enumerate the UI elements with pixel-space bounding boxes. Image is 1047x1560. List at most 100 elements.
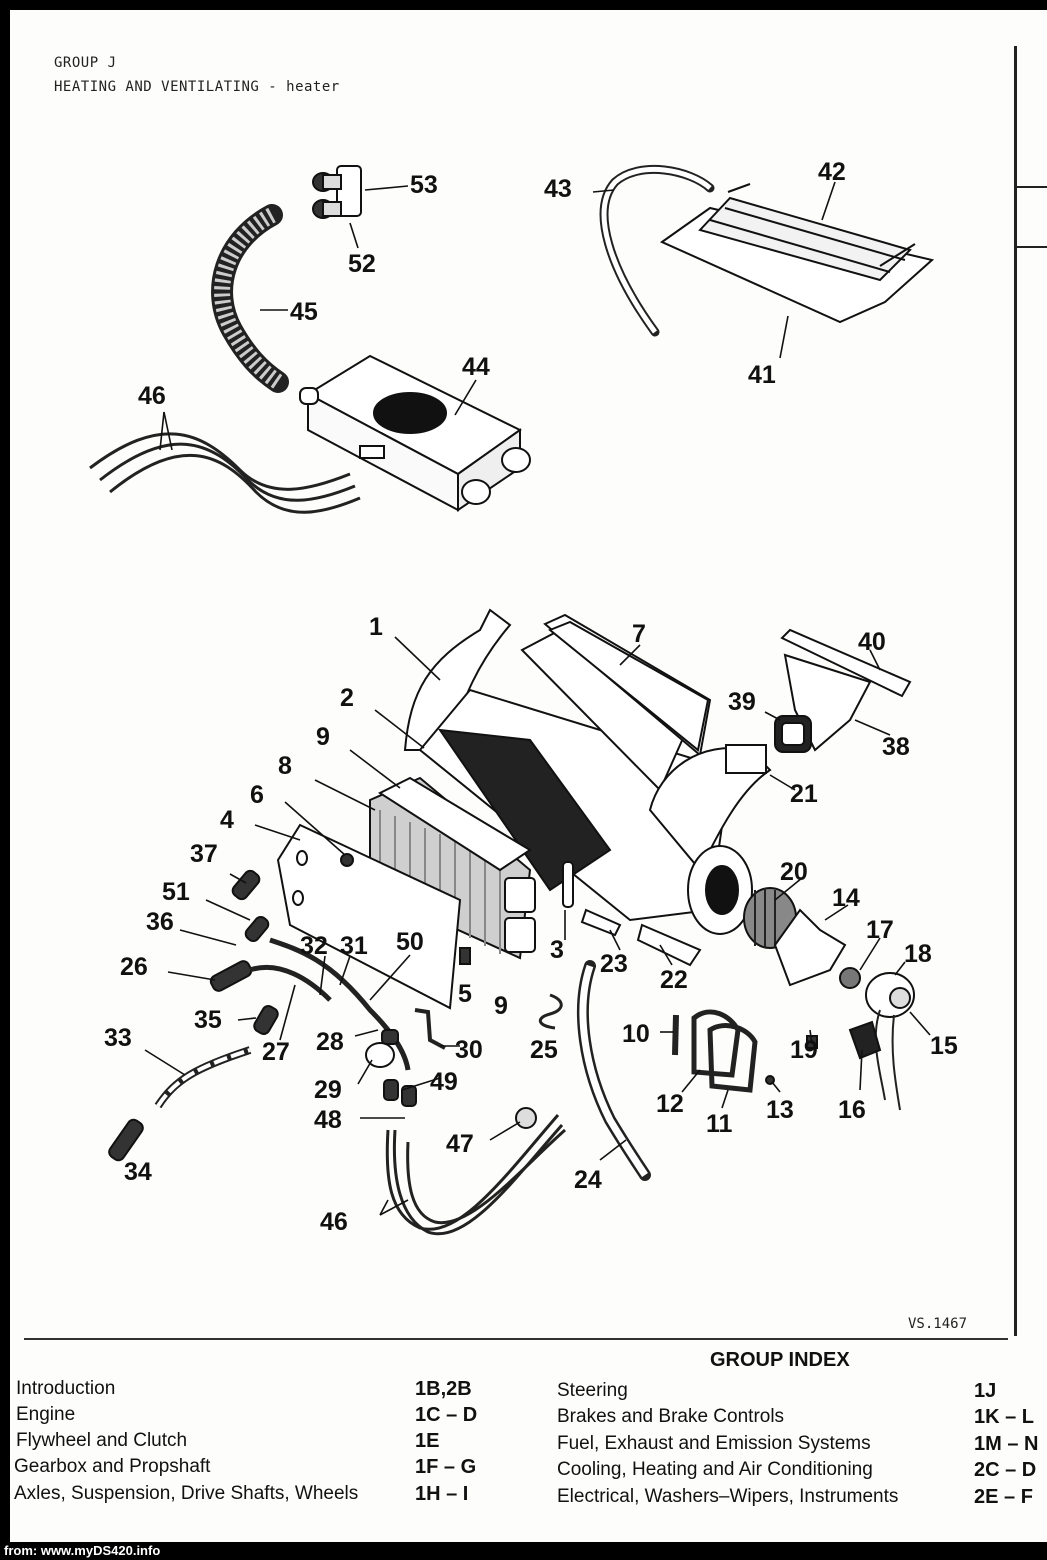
callout-23: 23 [600,950,628,978]
index-item-label: Engine [16,1404,76,1425]
group-index-title: GROUP INDEX [710,1349,850,1371]
index-item-code: 1B,2B [415,1378,472,1400]
callout-7: 7 [632,620,646,648]
callout-5: 5 [458,980,472,1008]
callout-51: 51 [162,878,190,906]
index-item-label: Brakes and Brake Controls [557,1406,785,1427]
index-item-label: Cooling, Heating and Air Conditioning [557,1459,873,1480]
callout-15: 15 [930,1032,958,1060]
callout-32: 32 [300,932,328,960]
callout-19: 19 [790,1036,818,1064]
callout-39: 39 [728,688,756,716]
part-matrix-8 [369,776,536,960]
callout-10: 10 [622,1020,650,1048]
callout-36: 36 [146,908,174,936]
callout-38: 38 [882,733,910,761]
part-fan-14-20 [743,887,847,987]
callout-35: 35 [194,1006,222,1034]
index-item-code: 2E – F [974,1486,1033,1508]
callout-26: 26 [120,953,148,981]
callout-34: 34 [124,1158,152,1186]
callout-17: 17 [866,916,894,944]
callout-48: 48 [314,1106,342,1134]
callout-30: 30 [455,1036,483,1064]
part-fasteners [340,853,818,1085]
callout-8: 8 [278,752,292,780]
callout-52: 52 [348,250,376,278]
index-item-label: Introduction [16,1378,116,1399]
callout-9-bottom: 9 [494,992,508,1020]
index-item-label: Flywheel and Clutch [16,1430,188,1451]
callout-25: 25 [530,1036,558,1064]
callout-22: 22 [660,966,688,994]
divider [24,1338,1008,1340]
callout-46-upper: 46 [138,382,166,410]
callout-11: 11 [706,1110,733,1138]
index-item-label: Steering [557,1380,628,1401]
callout-6: 6 [250,781,264,809]
parts-sheet: GROUP J HEATING AND VENTILATING - heater [10,10,1047,1542]
callout-27: 27 [262,1038,290,1066]
index-item-label: Gearbox and Propshaft [14,1456,211,1477]
part-valve-52-53 [312,165,362,219]
index-item-code: 1F – G [415,1456,477,1478]
part-pipes-46-lower [385,1114,566,1236]
callout-9-top: 9 [316,723,330,751]
callout-21: 21 [790,780,818,808]
source-footer: from: www.myDS420.info [4,1543,161,1558]
callout-46-lower: 46 [320,1208,348,1236]
index-item-code: 2C – D [974,1459,1037,1481]
callout-49: 49 [430,1068,458,1096]
part-pipes-46-upper [89,432,361,514]
callout-50: 50 [396,928,424,956]
callout-18: 18 [904,940,932,968]
edge-tick [1014,246,1047,248]
callout-24: 24 [574,1166,602,1194]
callout-41: 41 [748,361,776,389]
part-cover-4 [276,823,462,1010]
part-fittings [365,1008,537,1129]
exploded-parts-diagram: 53 52 45 43 42 41 44 46 1 7 2 9 8 6 4 37… [89,158,958,1236]
index-item-code: 1C – D [415,1404,478,1426]
index-item-label: Axles, Suspension, Drive Shafts, Wheels [14,1483,359,1504]
index-item-code: 1J [974,1380,997,1402]
index-item-code: 1H – I [415,1483,469,1505]
callout-2: 2 [340,684,354,712]
part-seals-10-12 [672,1009,758,1093]
callout-42: 42 [818,158,846,186]
index-item-code: 1M – N [974,1433,1039,1455]
index-item-label: Electrical, Washers–Wipers, Instruments [557,1486,899,1507]
callout-16: 16 [838,1096,866,1124]
diagram-reference: VS.1467 [908,1316,968,1332]
callout-37: 37 [190,840,218,868]
callout-47: 47 [446,1130,474,1158]
callout-45: 45 [290,298,318,326]
part-heater-box-44 [299,354,531,512]
callout-20: 20 [780,858,808,886]
part-clip-25 [539,993,563,1030]
part-duct-38-40 [774,628,912,753]
index-item-code: 1K – L [974,1406,1035,1428]
page-edge-line [1014,46,1017,1336]
callout-13: 13 [766,1096,794,1124]
index-item-label: Fuel, Exhaust and Emission Systems [557,1433,871,1454]
callout-12: 12 [656,1090,684,1118]
group-label: GROUP J [54,55,117,71]
callout-43: 43 [544,175,572,203]
callout-1: 1 [369,613,383,641]
callout-3: 3 [550,936,564,964]
callout-33: 33 [104,1024,132,1052]
callout-31: 31 [340,932,368,960]
callout-28: 28 [316,1028,344,1056]
callout-53: 53 [410,171,438,199]
part-motor-15 [839,967,915,1111]
callout-44: 44 [462,353,490,381]
callout-40: 40 [858,628,886,656]
page-title: HEATING AND VENTILATING - heater [54,79,340,95]
part-flap-7 [548,620,710,752]
callout-4: 4 [220,806,234,834]
callout-14: 14 [832,884,860,912]
index-item-code: 1E [415,1430,440,1452]
callout-29: 29 [314,1076,342,1104]
part-tray-41-42 [659,183,935,324]
